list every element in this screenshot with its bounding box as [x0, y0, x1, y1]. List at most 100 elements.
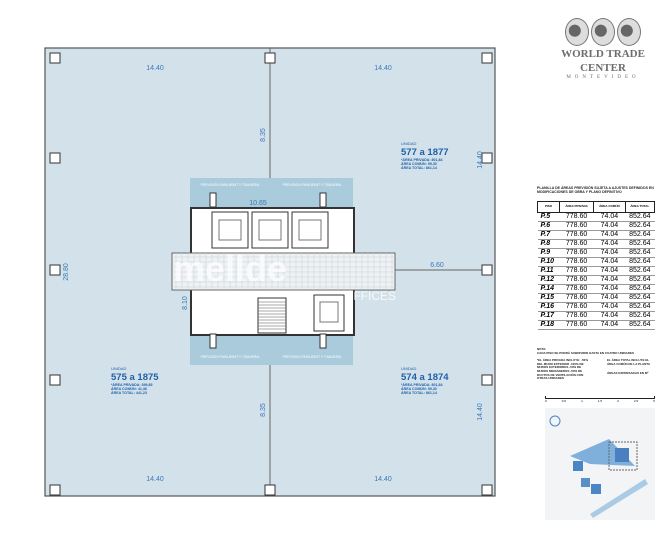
- north-arrow-icon: [549, 415, 561, 427]
- table-cell: 852.64: [625, 266, 655, 276]
- unit-total-area: ÁREA TOTAL: 441,23: [111, 390, 147, 395]
- corridor-grid: [172, 253, 395, 290]
- table-cell: P.15: [537, 293, 560, 303]
- table-cell: 778.60: [559, 275, 594, 285]
- table-cell: 852.64: [625, 302, 655, 312]
- scale-label: 5: [653, 399, 655, 403]
- dim-upper-center: 8.35: [260, 128, 267, 142]
- core-pillar: [209, 333, 217, 349]
- table-cell: 74.04: [593, 257, 626, 267]
- table-cell: P.11: [537, 266, 560, 276]
- logo-city: MONTEVIDEO: [566, 75, 640, 80]
- dim-bottom-left: 14.40: [146, 476, 164, 483]
- elevator: [291, 211, 329, 249]
- corridor: [171, 252, 396, 291]
- table-cell: P.18: [537, 320, 560, 330]
- table-cell: 74.04: [593, 221, 626, 231]
- unit-common-area: ÁREA COMÚN: 41,38: [111, 386, 147, 391]
- table-cell: P.10: [537, 257, 560, 267]
- unit-label: UNIDAD: [401, 141, 416, 146]
- provision-label: PREVISION PARA BSMT Y TISANERIA: [201, 183, 260, 187]
- unit-number: 575 a 1875: [111, 372, 159, 383]
- stair: [257, 297, 287, 334]
- unit-private-area: *ÁREA PRIVADA: 801,84: [401, 382, 443, 387]
- table-cell: 74.04: [593, 212, 626, 222]
- logo-line2: CENTER: [580, 62, 626, 74]
- core-pillar: [319, 192, 327, 208]
- watermark-sub: OFFICES: [344, 289, 396, 303]
- column-header: ÁREA COMÚN: [593, 201, 626, 213]
- table-cell: 852.64: [625, 212, 655, 222]
- column: [49, 264, 61, 276]
- tower-3: [591, 484, 601, 494]
- table-cell: 852.64: [625, 248, 655, 258]
- column: [49, 152, 61, 164]
- table-cell: 778.60: [559, 248, 594, 258]
- table-cell: 778.60: [559, 302, 594, 312]
- table-cell: 74.04: [593, 293, 626, 303]
- scale-label: 1: [581, 399, 583, 403]
- column: [49, 374, 61, 386]
- table-cell: 778.60: [559, 284, 594, 294]
- table-cell: P.12: [537, 275, 560, 285]
- unit-number: 574 a 1874: [401, 372, 449, 383]
- provision-label: PREVISION PARA BSMT Y TISANERIA: [201, 355, 260, 359]
- table-cell: 74.04: [593, 230, 626, 240]
- dim-top-left: 14.40: [146, 65, 164, 72]
- column: [49, 484, 61, 496]
- table-cell: 852.64: [625, 311, 655, 321]
- elevator-cab: [218, 219, 242, 241]
- elevator-cab: [298, 219, 322, 241]
- table-cell: 852.64: [625, 293, 655, 303]
- table-cell: 74.04: [593, 239, 626, 249]
- highlighted-tower: [615, 448, 629, 462]
- elevator: [313, 294, 345, 332]
- table-cell: 852.64: [625, 320, 655, 330]
- table-cell: 852.64: [625, 257, 655, 267]
- table-cell: 778.60: [559, 293, 594, 303]
- scale-label: 2: [617, 399, 619, 403]
- watermark-brand: mellde: [173, 248, 287, 289]
- column: [49, 52, 61, 64]
- notes-line: CADA PISO SE PODRÁ SUBDIVIDIR HASTA EN C…: [537, 350, 635, 355]
- dim-right-core: 6.60: [430, 262, 444, 269]
- elevator-cab: [319, 301, 339, 323]
- table-cell: 778.60: [559, 257, 594, 267]
- table-cell: 74.04: [593, 266, 626, 276]
- table-cell: 74.04: [593, 275, 626, 285]
- table-cell: P.7: [537, 230, 560, 240]
- notes-total-area: EL ÁREA TOTAL INCLUYE EL ÁREA COMÚN DE L…: [607, 358, 651, 366]
- unit-private-area: *ÁREA PRIVADA: 399,85: [111, 382, 153, 387]
- core-pillar: [319, 333, 327, 349]
- column-header: ÁREA TOTAL: [624, 201, 656, 213]
- unit-574: UNIDAD 574 a 1874 *ÁREA PRIVADA: 801,84 …: [401, 366, 449, 395]
- dim-top-right: 14.40: [374, 65, 392, 72]
- column: [481, 484, 493, 496]
- table-cell: P.17: [537, 311, 560, 321]
- column-header: PISO: [536, 201, 561, 213]
- table-cell: 778.60: [559, 239, 594, 249]
- unit-label: UNIDAD: [401, 366, 416, 371]
- dim-left-total: 28.80: [63, 263, 70, 281]
- elevator: [211, 211, 249, 249]
- table-cell: 852.64: [625, 230, 655, 240]
- dim-core-width: 10.65: [249, 200, 267, 207]
- elevator-cab: [258, 219, 282, 241]
- table-title: PLANILLA DE ÁREAS PREVISIÓN SUJETA A AJU…: [537, 186, 654, 194]
- column-header: ÁREA PRIVADA: [559, 201, 595, 213]
- site-garden: [590, 479, 648, 518]
- scale-label: 1.5: [597, 399, 603, 403]
- table-cell: 852.64: [625, 275, 655, 285]
- tower-1: [573, 461, 583, 471]
- table-cell: 778.60: [559, 320, 594, 330]
- unit-label: UNIDAD: [111, 366, 126, 371]
- notes-private-area: *EL ÁREA PRIVADA INCLUYE: -50% DEL MURO …: [537, 358, 589, 381]
- table-cell: 852.64: [625, 284, 655, 294]
